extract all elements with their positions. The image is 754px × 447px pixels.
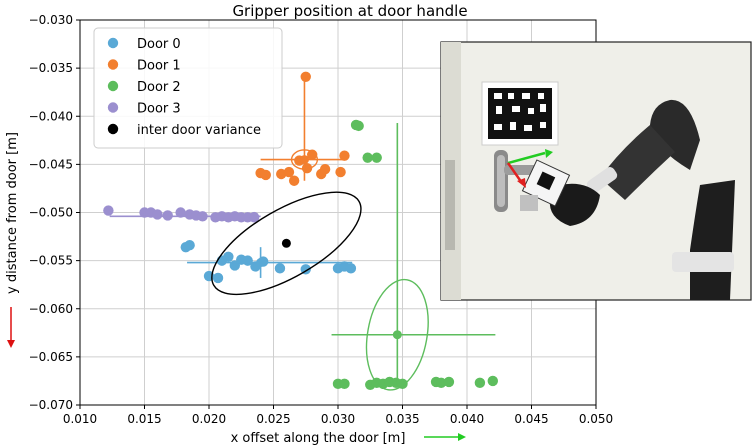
inset-photo [440,41,752,301]
y-tick-label: −0.045 [29,157,73,171]
legend-label: inter door variance [137,123,261,138]
mean-point [281,238,291,248]
series-2 [331,119,498,391]
covariance-ellipse [211,191,362,296]
y-axis-label: y distance from door [m] [5,132,20,294]
x-tick-label: 0.030 [321,412,355,426]
series-layer [103,71,498,391]
y-tick-label: −0.055 [29,254,73,268]
data-point [283,166,295,178]
y-ticks: −0.030 −0.035 −0.040 −0.045 −0.050 −0.055 −0.0… [29,13,80,412]
data-point [335,166,346,178]
data-point [319,163,331,175]
data-point [175,207,186,218]
data-point [300,71,311,82]
legend-label: Door 1 [137,59,181,74]
legend-marker [107,37,119,49]
x-tick-label: 0.015 [127,412,161,426]
y-tick-label: −0.050 [29,206,73,220]
y-tick-label: −0.065 [29,350,73,364]
y-tick-label: −0.035 [29,61,73,75]
data-point [339,378,350,390]
series-4 [211,191,362,296]
x-tick-label: 0.050 [579,412,613,426]
legend-label: Door 2 [137,80,181,95]
data-point [152,209,163,220]
data-point [212,272,224,284]
data-point [274,263,286,274]
legend: Door 0 Door 1 Door 2 Door 3 inter door varia… [93,27,283,149]
data-point [474,377,486,389]
y-tick-label: −0.070 [29,398,73,412]
x-axis-label: x offset along the door [m] [231,431,406,446]
series-3 [103,205,261,223]
data-point [443,376,455,388]
legend-marker [107,80,119,92]
legend-marker [107,59,119,70]
chart-title: Gripper position at door handle [232,2,467,20]
data-point [487,375,498,387]
x-tick-label: 0.020 [192,412,226,426]
x-axis-arrowhead-icon [458,433,466,441]
aruco-marker [481,81,559,146]
series-0 [180,240,357,284]
y-tick-label: −0.060 [29,302,73,316]
mean-point [249,211,259,221]
data-point [436,377,447,389]
frame-axes-icon [506,149,553,188]
legend-label: Door 0 [137,37,181,52]
data-point [162,210,173,221]
data-point [260,169,271,181]
x-tick-label: 0.025 [256,412,290,426]
y-tick-label: −0.030 [29,13,73,27]
x-tick-label: 0.035 [385,412,419,426]
x-tick-label: 0.040 [450,412,484,426]
data-point [345,263,357,274]
data-point [362,152,373,163]
legend-marker [107,102,119,113]
series-1 [255,71,350,186]
y-axis-arrowhead-icon [7,340,15,348]
data-point [339,150,350,161]
y-tick-label: −0.040 [29,109,73,123]
x-ticks: 0.010 0.015 0.020 0.025 0.030 0.035 0.040 0.045… [63,405,613,426]
x-tick-label: 0.045 [514,412,548,426]
mean-point [299,155,309,165]
data-point [288,175,300,186]
covariance-ellipse [365,278,429,391]
data-point [184,240,195,251]
data-point [371,152,382,163]
x-tick-label: 0.010 [63,412,97,426]
data-point [353,120,364,132]
covariance-ellipse [290,149,319,170]
data-point [223,251,234,262]
data-point [103,205,114,216]
mean-point [256,258,266,268]
robot-arm [520,99,735,300]
data-point [397,378,408,390]
legend-marker [107,123,119,135]
data-point [307,149,318,160]
legend-label: Door 3 [137,102,181,117]
mean-point [392,330,402,340]
